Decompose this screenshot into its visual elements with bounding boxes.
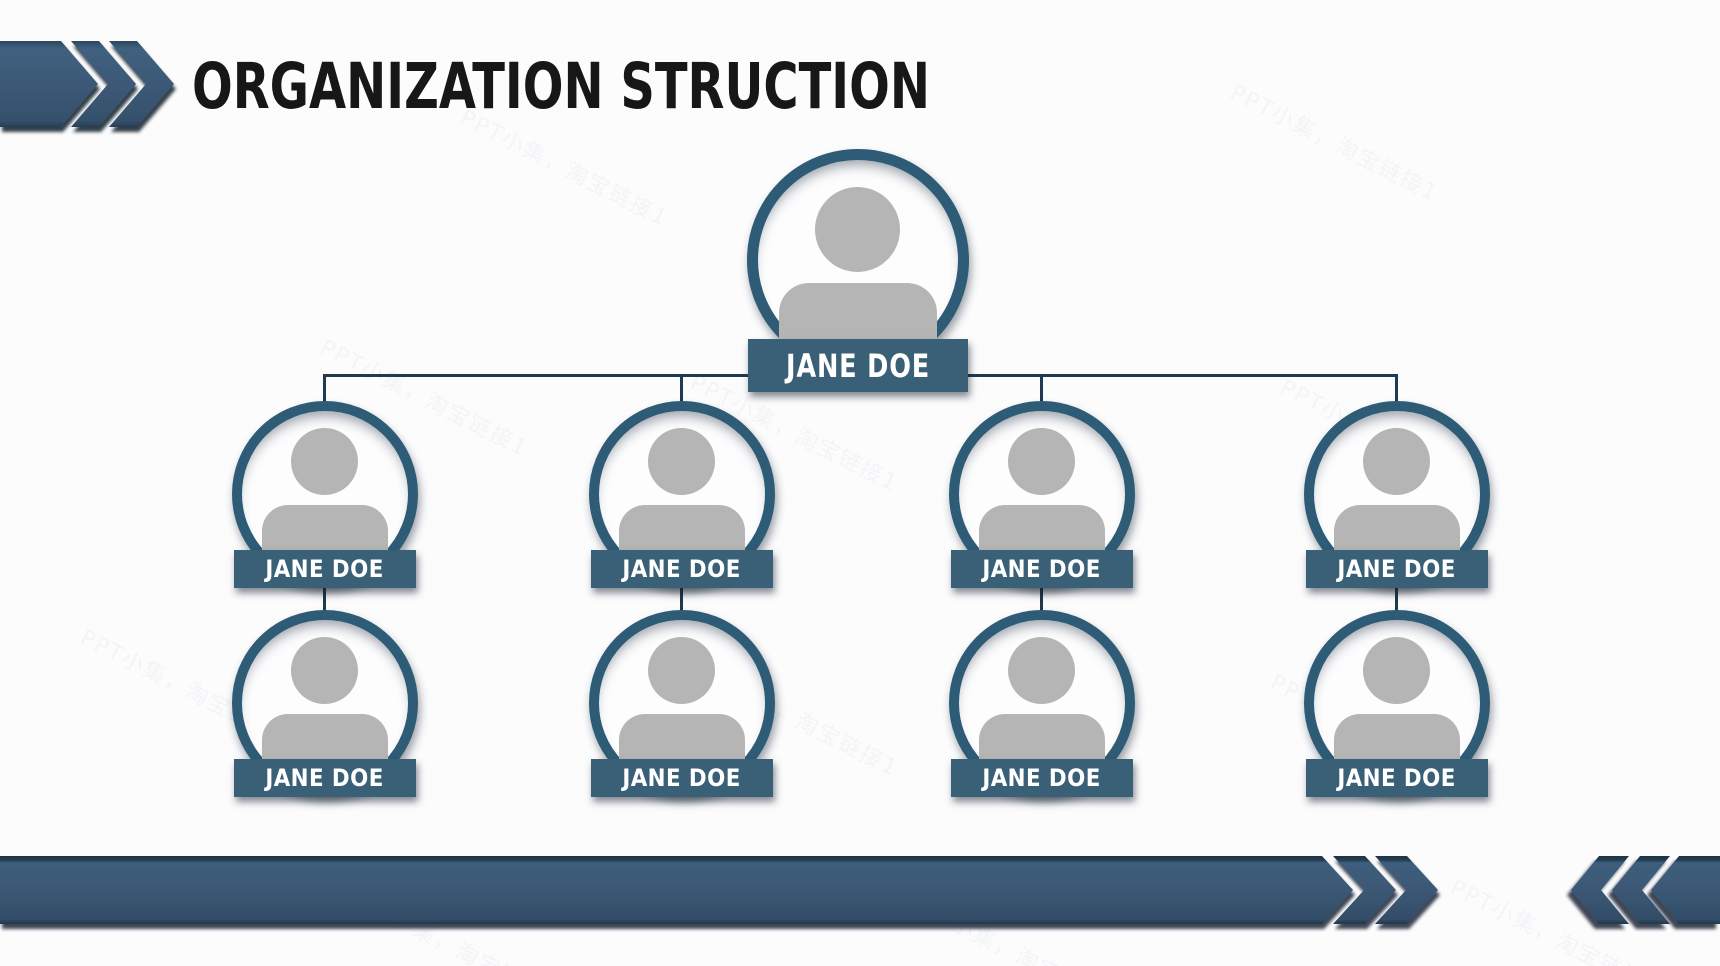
connector-stub (1395, 585, 1398, 613)
name-plate: JANE DOE (234, 759, 416, 797)
connector-stub (1040, 585, 1043, 613)
person-head-icon (1008, 637, 1075, 704)
org-node-root: JANE DOE (747, 149, 969, 392)
person-body-icon (1334, 714, 1460, 765)
connector-stub (680, 374, 683, 404)
person-name: JANE DOE (622, 764, 742, 792)
page-title: ORGANIZATION STRUCTION (192, 50, 930, 120)
org-node-report-2: JANE DOE (589, 610, 775, 797)
person-name: JANE DOE (1337, 764, 1457, 792)
person-name: JANE DOE (622, 555, 742, 583)
org-node-manager-3: JANE DOE (949, 401, 1135, 588)
person-body-icon (262, 505, 388, 556)
banner-bar-left (0, 856, 1438, 924)
banner-chevron-left-2 (1612, 856, 1670, 924)
bottom-banner (0, 856, 1720, 924)
banner-chevron-right-1 (1333, 856, 1396, 924)
name-plate: JANE DOE (951, 759, 1133, 797)
person-body-icon (619, 505, 745, 556)
connector-stub (323, 585, 326, 613)
person-name: JANE DOE (1337, 555, 1457, 583)
person-body-icon (779, 283, 937, 345)
person-body-icon (979, 505, 1105, 556)
org-node-manager-1: JANE DOE (232, 401, 418, 588)
name-plate: JANE DOE (591, 550, 773, 588)
org-node-manager-4: JANE DOE (1304, 401, 1490, 588)
person-head-icon (291, 428, 358, 495)
connector-stub (323, 374, 326, 404)
org-node-report-3: JANE DOE (949, 610, 1135, 797)
banner-chevron-left-1 (1571, 856, 1629, 924)
person-name: JANE DOE (265, 764, 385, 792)
person-head-icon (291, 637, 358, 704)
person-body-icon (1334, 505, 1460, 556)
org-node-report-4: JANE DOE (1304, 610, 1490, 797)
name-plate: JANE DOE (234, 550, 416, 588)
connector-stub (1395, 374, 1398, 404)
banner-bar-right (1571, 856, 1720, 924)
banner-chevron-right-2 (1375, 856, 1438, 924)
person-name: JANE DOE (265, 555, 385, 583)
name-plate: JANE DOE (748, 339, 968, 392)
person-head-icon (815, 187, 900, 272)
connector-stub (680, 585, 683, 613)
person-head-icon (1008, 428, 1075, 495)
org-node-report-1: JANE DOE (232, 610, 418, 797)
connector-stub (1040, 374, 1043, 404)
name-plate: JANE DOE (591, 759, 773, 797)
name-plate: JANE DOE (951, 550, 1133, 588)
name-plate: JANE DOE (1306, 550, 1488, 588)
person-head-icon (1363, 637, 1430, 704)
person-body-icon (619, 714, 745, 765)
person-head-icon (1363, 428, 1430, 495)
person-name: JANE DOE (982, 555, 1102, 583)
name-plate: JANE DOE (1306, 759, 1488, 797)
person-body-icon (262, 714, 388, 765)
person-head-icon (648, 637, 715, 704)
person-name: JANE DOE (785, 346, 931, 385)
org-node-manager-2: JANE DOE (589, 401, 775, 588)
person-head-icon (648, 428, 715, 495)
person-name: JANE DOE (982, 764, 1102, 792)
watermark-text: PPT小集，淘宝链接1 (1225, 80, 1443, 208)
person-body-icon (979, 714, 1105, 765)
title-chevrons-right-icon (0, 41, 174, 127)
